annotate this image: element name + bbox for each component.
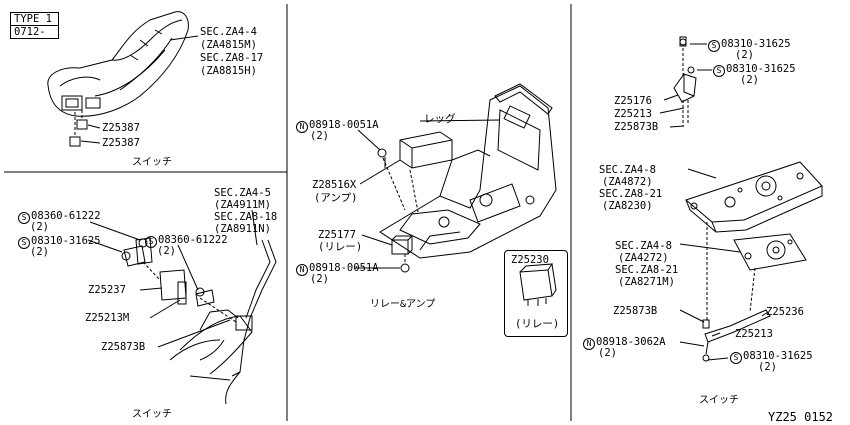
- section-ref: SEC.ZA8-21: [599, 188, 663, 200]
- seat-frame-illustration: [355, 83, 557, 273]
- relay-inset-box: [504, 250, 568, 337]
- armrest-illustration: [47, 11, 199, 147]
- nut-number: 08918-3062A: [596, 336, 666, 348]
- part-number: Z25213: [614, 108, 652, 120]
- screw-number: 08310-31625: [743, 350, 813, 362]
- part-number: Z25873B: [613, 305, 658, 317]
- part-number: Z25873B: [614, 121, 659, 133]
- section-ref-code: (ZA8815H): [200, 65, 257, 77]
- screw-number: 08310-31625: [721, 38, 791, 50]
- part-number: Z25213: [735, 328, 773, 340]
- section-ref-code: (ZA8911N): [214, 223, 271, 235]
- quantity: (2): [30, 246, 49, 258]
- part-number: Z25177: [318, 229, 356, 241]
- screw-symbol: S: [708, 40, 720, 52]
- screw-symbol: S: [18, 212, 30, 224]
- type-box: TYPE 1 0712-: [10, 12, 59, 39]
- screw-number: 08310-31625: [31, 235, 101, 247]
- screw-number: 08360-61222: [158, 234, 228, 246]
- section-ref-code: (ZA4872): [602, 176, 653, 188]
- part-number: Z25387: [102, 137, 140, 149]
- screw-number: 08310-31625: [726, 63, 796, 75]
- screw-number: 08360-61222: [31, 210, 101, 222]
- part-number: Z25236: [766, 306, 804, 318]
- section-ref: SEC.ZA8-21: [615, 264, 679, 276]
- panel-caption: スイッチ: [699, 395, 739, 406]
- quantity: (2): [598, 347, 617, 359]
- section-ref: SEC.ZA4-5: [214, 187, 271, 199]
- section-ref-code: (ZA8271M): [618, 276, 675, 288]
- seat-rail-illustration: [659, 36, 823, 362]
- section-ref-code: (ZA4911M): [214, 199, 271, 211]
- part-name: (アンプ): [314, 192, 358, 204]
- part-number: Z25237: [88, 284, 126, 296]
- part-number: Z25873B: [101, 341, 146, 353]
- panel-caption: スイッチ: [132, 409, 172, 420]
- screw-symbol: S: [713, 65, 725, 77]
- section-ref: SEC.ZA8-18: [214, 211, 278, 223]
- nut-number: 08918-0051A: [309, 119, 379, 131]
- section-ref-code: (ZA4272): [618, 252, 669, 264]
- part-name: (リレー): [318, 241, 363, 253]
- section-ref-code: (ZA8230): [602, 200, 653, 212]
- section-ref-code: (ZA4815M): [200, 39, 257, 51]
- part-number: Z25387: [102, 122, 140, 134]
- quantity: (2): [30, 221, 49, 233]
- screw-symbol: S: [730, 352, 742, 364]
- panel-caption: スイッチ: [132, 157, 172, 168]
- nut-symbol: N: [296, 121, 308, 133]
- section-ref: SEC.ZA8-17: [200, 52, 264, 64]
- panel-dividers: [4, 4, 572, 421]
- part-number: Z25213M: [85, 312, 130, 324]
- part-number: Z28516X: [312, 179, 357, 191]
- screw-symbol: S: [18, 237, 30, 249]
- diagram-code: YZ25 0152: [768, 410, 834, 424]
- quantity: (2): [157, 245, 176, 257]
- part-number: Z25176: [614, 95, 652, 107]
- quantity: (2): [758, 361, 777, 373]
- panel-caption: リレー&アンプ: [370, 299, 436, 310]
- type-serial: 0712-: [14, 26, 46, 38]
- seat-switch-bracket-illustration: [87, 209, 277, 405]
- quantity: (2): [310, 130, 329, 142]
- section-ref: SEC.ZA4-4: [200, 26, 257, 38]
- section-ref: SEC.ZA4-8: [599, 164, 656, 176]
- lever-label: レッグ: [424, 113, 456, 125]
- quantity: (2): [310, 273, 329, 285]
- screw-symbol: S: [145, 236, 157, 248]
- relay-inset-illustration: [519, 263, 557, 306]
- part-number: Z25230: [511, 254, 549, 266]
- nut-symbol: N: [296, 264, 308, 276]
- part-name: (リレー): [515, 318, 560, 330]
- nut-number: 08918-0051A: [309, 262, 379, 274]
- quantity: (2): [735, 49, 754, 61]
- type-label: TYPE 1: [11, 13, 58, 26]
- quantity: (2): [740, 74, 759, 86]
- nut-symbol: N: [583, 338, 595, 350]
- section-ref: SEC.ZA4-8: [615, 240, 672, 252]
